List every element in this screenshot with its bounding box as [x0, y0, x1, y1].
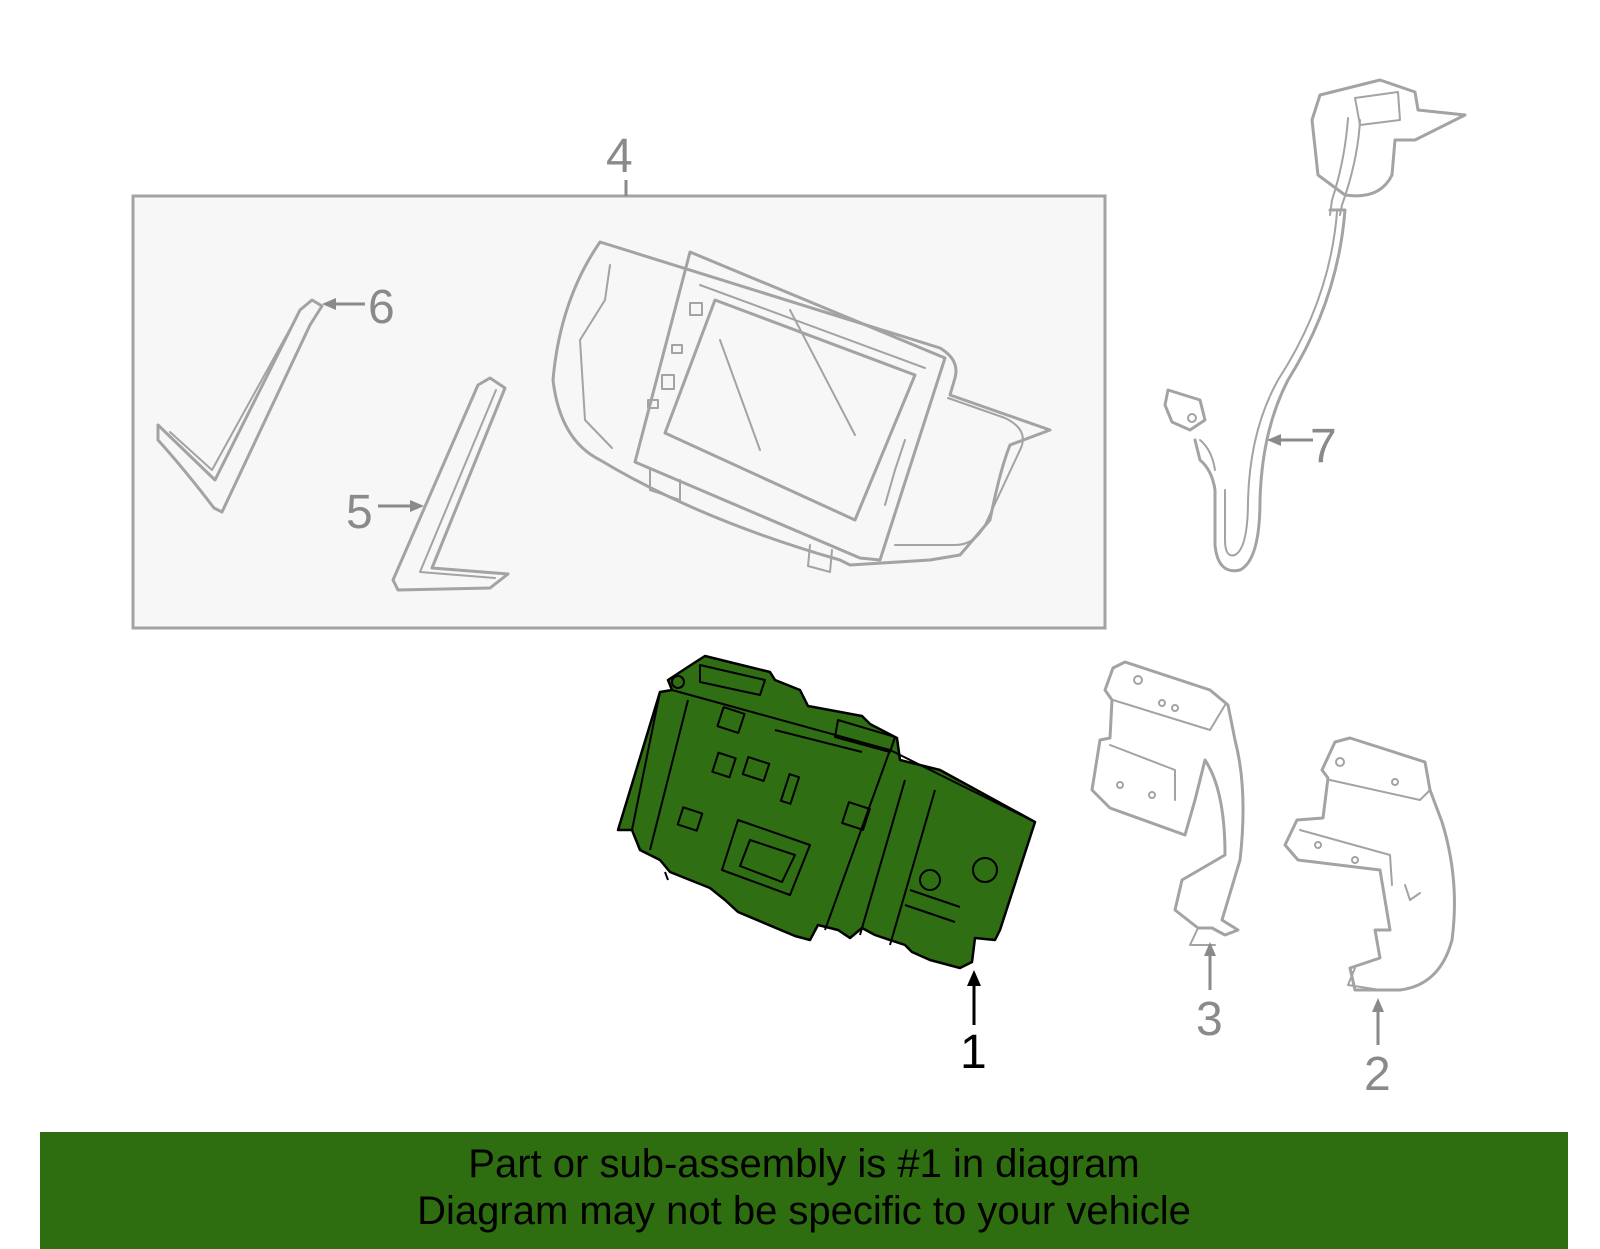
banner-line-2: Diagram may not be specific to your vehi… [417, 1189, 1191, 1233]
callout-6: 6 [368, 281, 395, 334]
callout-1: 1 [960, 1026, 987, 1079]
callout-2: 2 [1364, 1048, 1391, 1101]
info-banner: Part or sub-assembly is #1 in diagram Di… [40, 1132, 1568, 1249]
callout-3: 3 [1196, 993, 1223, 1046]
callout-7-arrowhead [1267, 434, 1281, 446]
callout-1-arrowhead [967, 970, 981, 986]
callout-3-arrowhead [1204, 942, 1216, 956]
part-1-control-unit [616, 654, 1037, 970]
part-2-bracket [1283, 736, 1456, 992]
display-unit [551, 240, 1052, 573]
part-7-harness [1163, 78, 1467, 573]
callout-6-arrowhead [322, 298, 336, 310]
banner-line-1: Part or sub-assembly is #1 in diagram [468, 1142, 1140, 1186]
callout-4: 4 [606, 130, 633, 183]
part-5-trim-strip [391, 376, 510, 592]
assembly-4-box [131, 194, 1107, 630]
callout-2-arrowhead [1372, 998, 1384, 1012]
part-6-trim-strip [156, 298, 324, 514]
part-3-bracket [1090, 660, 1245, 946]
callout-5-arrowhead [410, 500, 424, 512]
callout-7: 7 [1310, 420, 1337, 473]
callout-5: 5 [346, 486, 373, 539]
